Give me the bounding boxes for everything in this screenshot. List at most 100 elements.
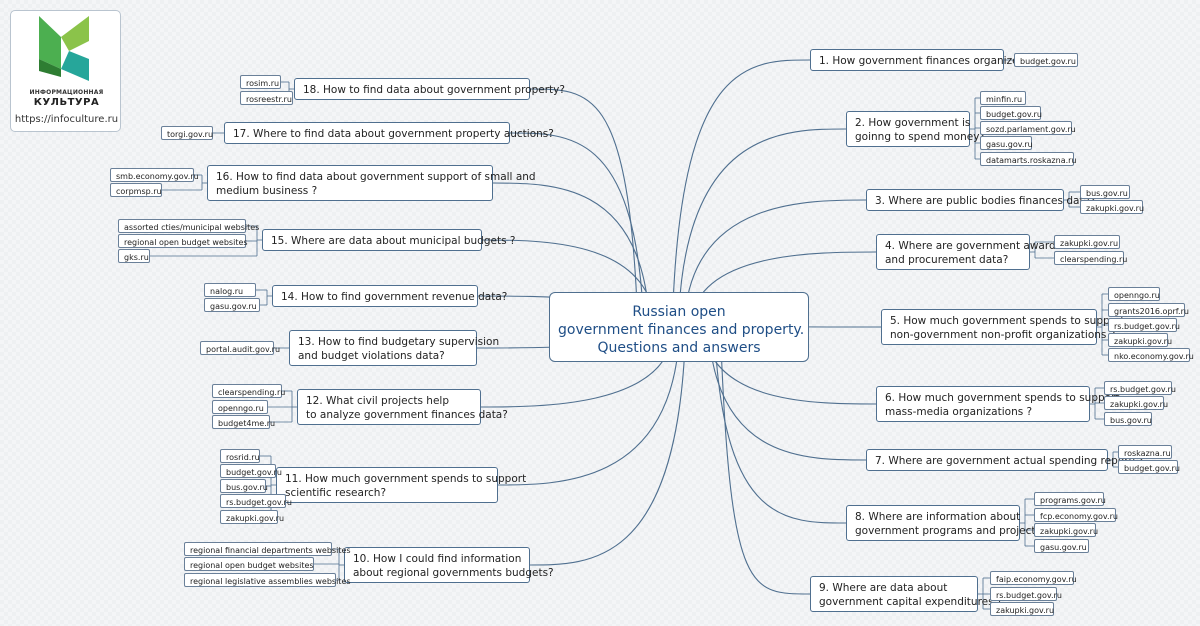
site-link[interactable]: programs.gov.ru [1034,492,1106,506]
site-link[interactable]: rs.budget.gov.ru [1108,318,1180,332]
question-right-4[interactable]: 5. How much government spends to support… [881,309,1125,345]
question-left-7[interactable]: 11. How much government spends to suppor… [276,467,527,503]
connector-line [529,344,686,566]
connector-line [714,339,847,524]
site-link[interactable]: rosim.ru [240,75,281,89]
question-right-6[interactable]: 7. Where are government actual spending … [866,449,1144,471]
infokultura-logo-icon [39,16,89,81]
question-left-6[interactable]: 12. What civil projects help to analyze g… [297,389,508,425]
question-left-3[interactable]: 15. Where are data about municipal budge… [262,229,516,251]
question-text-line: government capital expenditures ? [819,596,1003,608]
site-link[interactable]: torgi.gov.ru [161,126,213,140]
site-link[interactable]: regional open budget websites [184,557,314,571]
question-text-line: 12. What civil projects help [306,395,449,407]
question-text-line: 9. Where are data about [819,582,948,594]
connector-line [708,334,867,461]
question-left-4[interactable]: 14. How to find government revenue data? [272,285,508,307]
question-text-line: government programs and projects? [855,525,1047,537]
connector-line [509,132,644,311]
site-link[interactable]: zakupki.gov.ru [1108,333,1172,347]
question-left-2[interactable]: 16. How to find data about government su… [207,165,536,201]
site-link[interactable]: budget4me.ru [212,415,275,429]
site-link[interactable]: zakupki.gov.ru [1104,396,1168,410]
question-text-line: 16. How to find data about government su… [216,171,536,183]
site-link[interactable]: regional open budget websites [118,234,248,248]
site-link[interactable]: corpmsp.ru [110,183,162,197]
question-text-line: 8. Where are information about [855,511,1021,523]
site-link[interactable]: portal.audit.gov.ru [200,341,280,355]
site-link[interactable]: zakupki.gov.ru [990,602,1054,616]
question-left-0[interactable]: 18. How to find data about government pr… [294,78,565,100]
site-link[interactable]: openngo.ru [212,400,268,414]
logo-text-line1: ИНФОРМАЦИОННАЯ [29,89,104,96]
question-text-line: scientific research? [285,487,387,499]
question-text-line: 14. How to find government revenue data? [281,291,508,303]
site-link[interactable]: datamarts.roskazna.ru [980,152,1077,166]
connector-line [497,339,680,486]
site-link[interactable]: assorted cties/municipal websites [118,219,259,233]
site-link[interactable]: openngo.ru [1108,287,1160,301]
logo-card[interactable]: ИНФОРМАЦИОННАЯ КУЛЬТУРА https://infocult… [10,10,121,132]
site-link[interactable]: clearspending.ru [1054,251,1127,265]
question-right-5[interactable]: 6. How much government spends to support… [876,386,1120,422]
site-link[interactable]: roskazna.ru [1118,445,1172,459]
question-right-2[interactable]: 3. Where are public bodies finances data… [866,189,1096,211]
logo-text-line2: КУЛЬТУРА [33,97,100,108]
site-link[interactable]: gasu.gov.ru [980,136,1033,150]
site-link[interactable]: bus.gov.ru [1080,185,1130,199]
site-link[interactable]: grants2016.oprf.ru [1108,303,1189,317]
question-text-line: 1. How government finances organized? [819,55,1031,67]
question-text-line: non-government non-profit organizations … [890,329,1116,341]
question-text-line: 5. How much government spends to support [890,315,1125,327]
site-link[interactable]: budget.gov.ru [1014,53,1078,67]
site-link[interactable]: rs.budget.gov.ru [1104,381,1176,395]
site-link[interactable]: gasu.gov.ru [1034,539,1089,553]
question-right-7[interactable]: 8. Where are information about government… [846,505,1047,541]
central-title-line: Questions and answers [597,340,761,356]
site-link[interactable]: clearspending.ru [212,384,285,398]
site-link[interactable]: budget.gov.ru [980,106,1042,120]
question-text-line: 15. Where are data about municipal budge… [271,235,516,247]
question-text-line: and procurement data? [885,254,1009,266]
site-link[interactable]: fcp.economy.gov.ru [1034,508,1118,522]
site-link[interactable]: zakupki.gov.ru [1034,523,1098,537]
site-link[interactable]: gasu.gov.ru [204,298,260,312]
site-link[interactable]: regional financial departments websites [184,542,351,556]
site-link[interactable]: nalog.ru [204,283,256,297]
site-link[interactable]: rs.budget.gov.ru [990,587,1062,601]
site-link[interactable]: zakupki.gov.ru [1080,200,1144,214]
site-link[interactable]: minfin.ru [980,91,1026,105]
site-link[interactable]: smb.economy.gov.ru [110,168,199,182]
question-text-line: 17. Where to find data about government … [233,128,554,140]
site-link[interactable]: bus.gov.ru [1104,412,1152,426]
site-link[interactable]: nko.economy.gov.ru [1108,348,1194,362]
question-text-line: 2. How government is [855,117,971,129]
site-link[interactable]: budget.gov.ru [220,464,282,478]
question-text-line: to analyze government finances data? [306,409,508,421]
site-link[interactable]: zakupki.gov.ru [220,510,284,524]
site-link[interactable]: regional legislative assemblies websites [184,573,351,587]
question-right-0[interactable]: 1. How government finances organized? [810,49,1031,71]
question-right-8[interactable]: 9. Where are data about government capita… [810,576,1003,612]
logo-url[interactable]: https://infoculture.ru [14,114,119,125]
central-topic[interactable]: Russian open government finances and pro… [549,292,809,362]
site-link[interactable]: rosrid.ru [220,449,260,463]
site-link[interactable]: zakupki.gov.ru [1054,235,1120,249]
site-link[interactable]: budget.gov.ru [1118,460,1180,474]
question-text-line: 11. How much government spends to suppor… [285,473,527,485]
site-link[interactable]: rs.budget.gov.ru [220,494,292,508]
site-link[interactable]: gks.ru [118,249,150,263]
site-link[interactable]: faip.economy.gov.ru [990,571,1077,585]
question-text-line: mass-media organizations ? [885,406,1033,418]
site-link[interactable]: rosreestr.ru [240,91,293,105]
site-link[interactable]: bus.gov.ru [220,479,268,493]
site-link[interactable]: sozd.parlament.gov.ru [980,121,1076,135]
question-text-line: 13. How to find budgetary supervision [298,336,500,348]
question-left-1[interactable]: 17. Where to find data about government … [224,122,554,144]
connector-line [678,128,847,311]
connector-line [672,59,811,306]
